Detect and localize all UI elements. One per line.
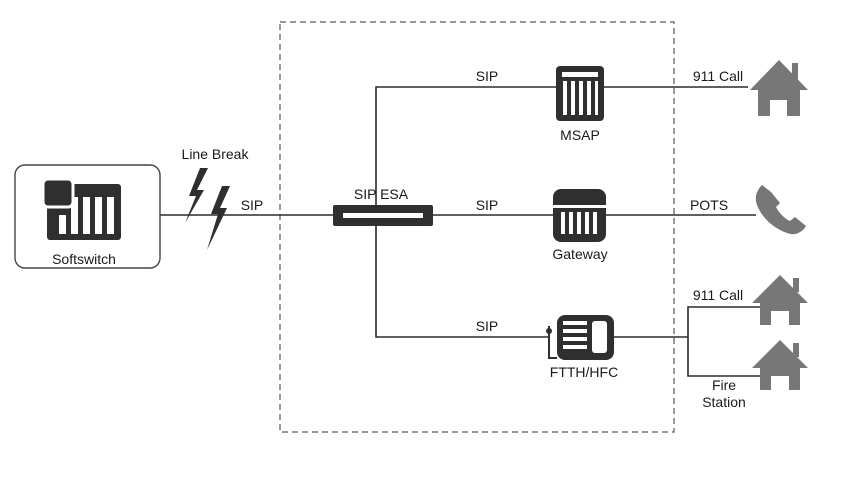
sip-esa-bar-icon bbox=[333, 205, 433, 226]
sip-label-top: SIP bbox=[476, 68, 499, 84]
sip-label-mid: SIP bbox=[476, 197, 499, 213]
softswitch-node: Softswitch bbox=[14, 164, 161, 269]
lightning-icon bbox=[185, 168, 230, 250]
house-icon-911 bbox=[752, 275, 808, 325]
esa-to-ftth-line bbox=[375, 223, 548, 338]
line-break-label: Line Break bbox=[182, 146, 250, 162]
split-to-houses-line bbox=[687, 306, 760, 377]
sip-label-bottom: SIP bbox=[476, 318, 499, 334]
softswitch-label: Softswitch bbox=[52, 251, 116, 267]
fire-station-label-line1: Fire bbox=[712, 377, 736, 393]
phone-icon bbox=[755, 185, 806, 235]
ont-device-icon bbox=[546, 315, 614, 360]
esa-boundary bbox=[279, 21, 675, 433]
msap-label: MSAP bbox=[560, 127, 600, 143]
gateway-device-icon bbox=[553, 189, 606, 242]
house-icon-fire-station bbox=[752, 340, 808, 390]
sip-esa-label: SIP ESA bbox=[354, 186, 409, 202]
call-911-bottom-label: 911 Call bbox=[693, 287, 743, 303]
sip-label-left: SIP bbox=[241, 197, 264, 213]
esa-to-msap-line bbox=[375, 86, 556, 207]
fire-station-label-line2: Station bbox=[702, 394, 746, 410]
ftth-hfc-label: FTTH/HFC bbox=[550, 364, 618, 380]
msap-device-icon bbox=[556, 66, 604, 121]
call-911-top-label: 911 Call bbox=[693, 68, 743, 84]
gateway-label: Gateway bbox=[552, 246, 607, 262]
softswitch-icon bbox=[41, 177, 121, 240]
house-icon-top bbox=[750, 60, 808, 116]
pots-label: POTS bbox=[690, 197, 728, 213]
connections bbox=[160, 86, 760, 377]
